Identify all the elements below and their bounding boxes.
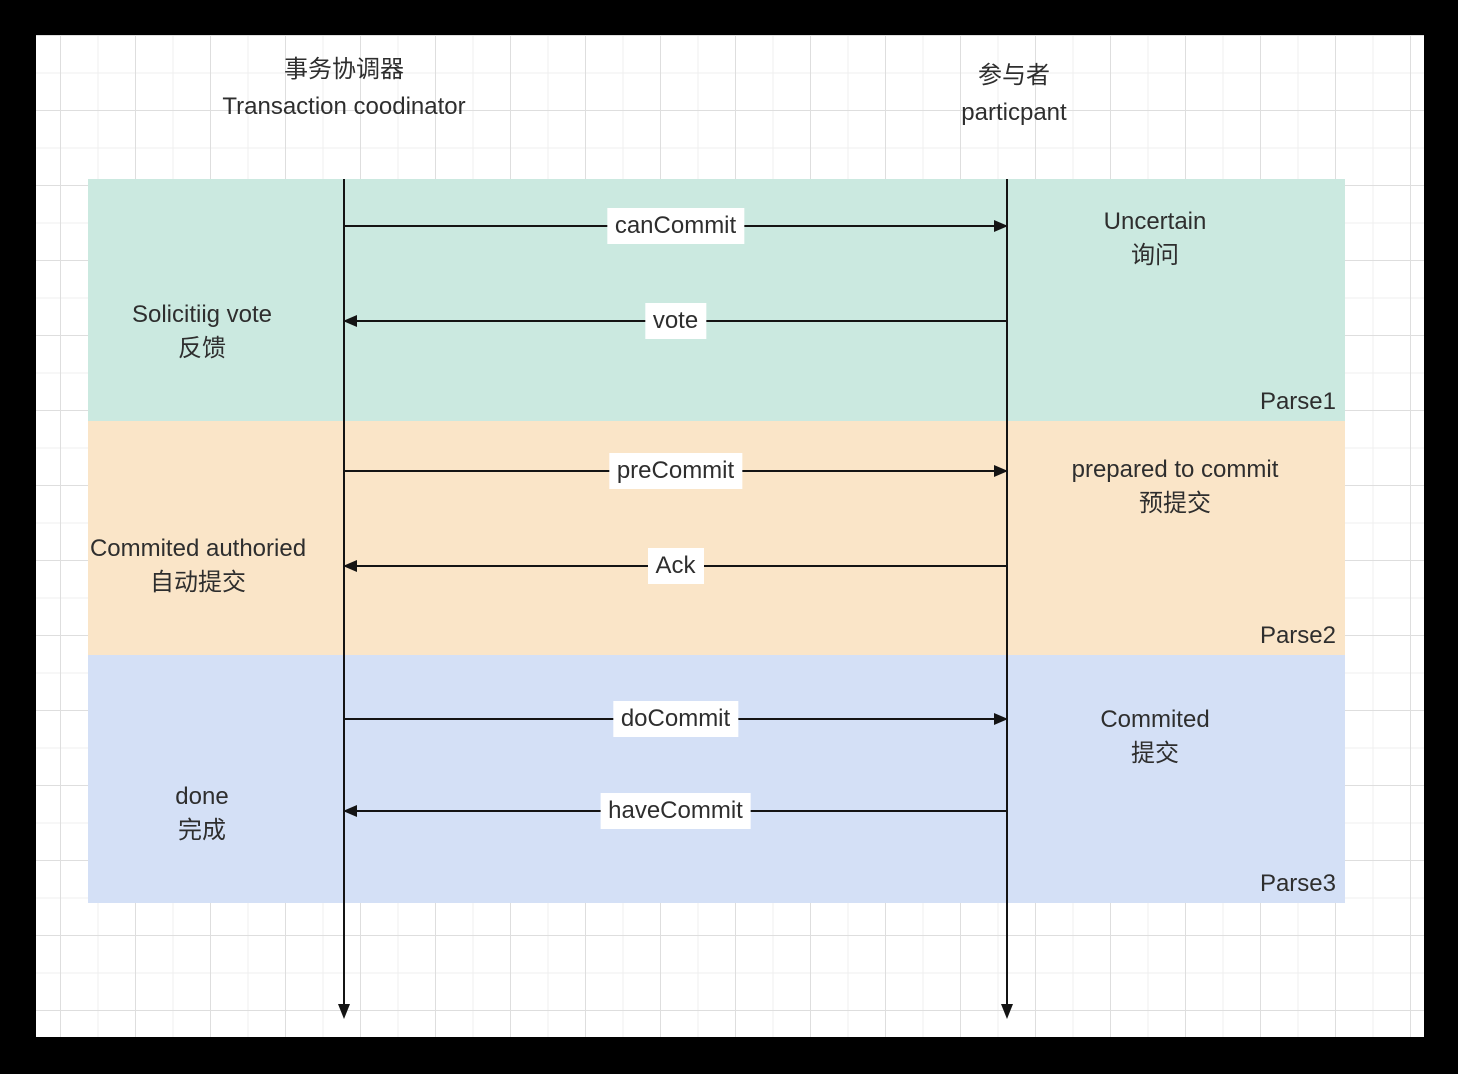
phase1-name-label: Parse1 [1259,388,1336,415]
state-text-zh: 完成 [178,817,226,844]
message-label: Ack [647,548,704,584]
actor-participant-header: 参与者 particpant [794,57,1234,131]
actor-coordinator-label-en: Transaction coodinator [222,93,466,120]
arrow-right-icon [994,220,1008,232]
arrow-right-icon [994,465,1008,477]
phase2-coordinator-state: Commited authoried 自动提交 [0,532,398,600]
state-text-zh: 自动提交 [150,569,246,596]
phase3-coordinator-state: done 完成 [2,780,402,848]
message-label: doCommit [612,701,739,737]
message-cancommit: canCommit [344,208,1008,244]
state-text-zh: 预提交 [1139,490,1211,517]
arrow-left-icon [343,560,357,572]
state-text-zh: 询问 [1131,242,1179,269]
state-text-en: prepared to commit [1071,456,1279,483]
actor-participant-label-en: particpant [961,99,1067,126]
phase3-participant-state: Commited 提交 [955,703,1355,771]
state-text-en: Commited authoried [89,535,307,562]
message-precommit: preCommit [344,453,1008,489]
phase3-band: Parse3 [88,655,1345,903]
state-text-en: Solicitiig vote [131,301,273,328]
diagram-canvas: 事务协调器 Transaction coodinator 参与者 particp… [36,35,1424,1037]
phase3-name-label: Parse3 [1259,870,1336,897]
lifeline-participant [1001,179,1013,1019]
actor-coordinator-header: 事务协调器 Transaction coodinator [124,51,564,125]
arrow-left-icon [343,805,357,817]
lifeline-coordinator [338,179,350,1019]
phase1-coordinator-state: Solicitiig vote 反馈 [2,298,402,366]
actor-coordinator-label-zh: 事务协调器 [284,56,404,83]
lifeline-end-arrow-icon [338,1004,350,1019]
arrow-left-icon [343,315,357,327]
state-text-en: Uncertain [1103,208,1207,235]
state-text-zh: 提交 [1131,740,1179,767]
phase1-participant-state: Uncertain 询问 [955,205,1355,273]
lifeline-end-arrow-icon [1001,1004,1013,1019]
message-label: canCommit [606,208,745,244]
message-havecommit: haveCommit [343,793,1007,829]
state-text-en: Commited [1100,706,1210,733]
state-text-en: done [175,783,229,810]
message-label: preCommit [608,453,743,489]
arrow-right-icon [994,713,1008,725]
message-label: haveCommit [600,793,751,829]
phase2-participant-state: prepared to commit 预提交 [975,453,1375,521]
phase2-name-label: Parse2 [1259,622,1336,649]
message-ack: Ack [343,548,1007,584]
message-label: vote [644,303,707,339]
message-docommit: doCommit [344,701,1008,737]
state-text-zh: 反馈 [178,335,226,362]
message-vote: vote [343,303,1007,339]
actor-participant-label-zh: 参与者 [978,62,1050,89]
